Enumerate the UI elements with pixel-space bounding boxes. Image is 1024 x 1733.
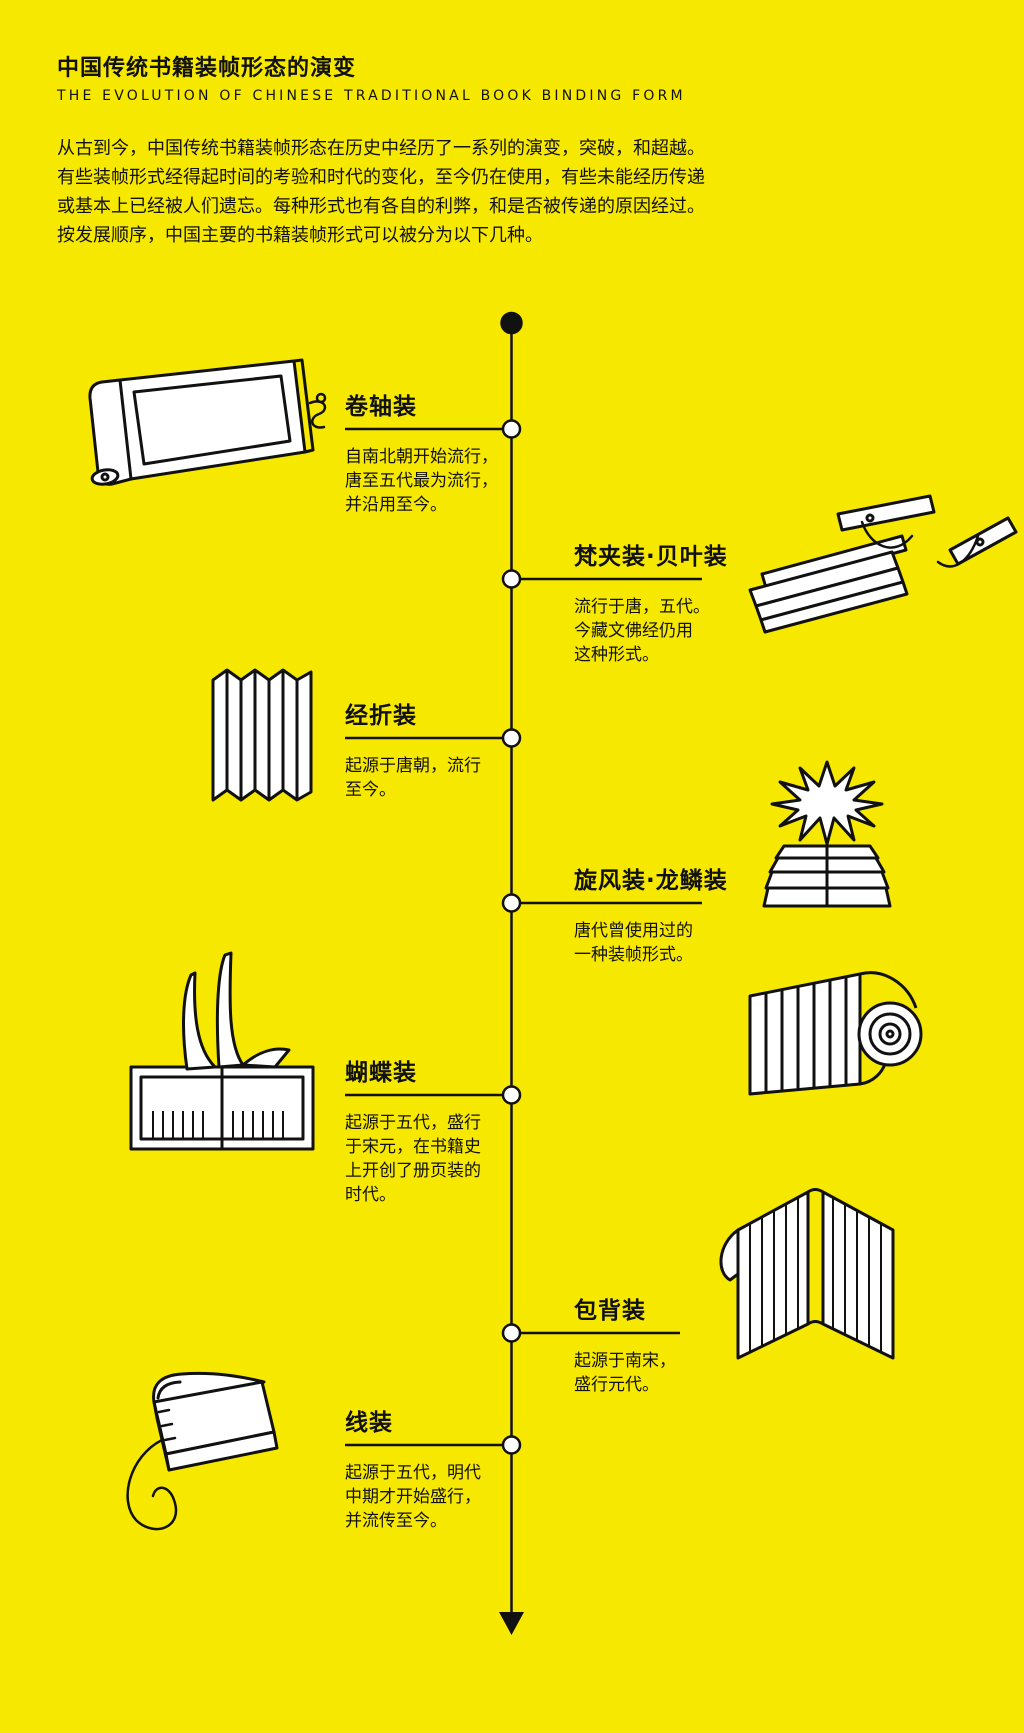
timeline-start-dot: [502, 313, 522, 333]
accordion-binding-icon: [205, 658, 320, 818]
entry-title: 梵夹装·贝叶装: [574, 544, 728, 570]
intro-paragraph: 从古到今，中国传统书籍装帧形态在历史中经历了一系列的演变，突破，和超越。 有些装…: [57, 138, 705, 246]
entry-description: 起源于唐朝，流行 至今。: [345, 756, 481, 800]
timeline-node-accordion: [503, 730, 520, 747]
entry-description: 自南北朝开始流行， 唐至五代最为流行， 并沿用至今。: [345, 447, 498, 515]
scroll-binding-icon: [58, 348, 328, 518]
entry-description: 唐代曾使用过的 一种装帧形式。: [574, 921, 693, 965]
timeline-node-scroll: [503, 421, 520, 438]
thread-binding-icon: [112, 1368, 297, 1548]
wrapped-back-binding-icon: [718, 1168, 913, 1368]
page-subtitle-english: THE EVOLUTION OF CHINESE TRADITIONAL BOO…: [57, 88, 686, 104]
timeline-node-wrapped-back: [503, 1325, 520, 1342]
entry-title: 旋风装·龙鳞装: [574, 868, 728, 894]
entry-description: 流行于唐，五代。 今藏文佛经仍用 这种形式。: [574, 597, 710, 665]
timeline-arrow-icon: [499, 1612, 524, 1635]
palm-leaf-binding-icon: [742, 492, 1022, 657]
timeline-node-whirlwind: [503, 895, 520, 912]
whirlwind-binding-icon: [762, 760, 892, 935]
timeline-node-thread: [503, 1437, 520, 1454]
entry-title: 线装: [345, 1410, 393, 1436]
entry-title: 包背装: [574, 1298, 646, 1324]
timeline-node-palm-leaf: [503, 571, 520, 588]
entry-description: 起源于南宋， 盛行元代。: [574, 1351, 676, 1395]
entry-title: 经折装: [345, 703, 417, 729]
entry-description: 起源于五代，盛行 于宋元，在书籍史 上开创了册页装的 时代。: [345, 1113, 481, 1205]
entry-title: 蝴蝶装: [345, 1060, 417, 1086]
entry-description: 起源于五代，明代 中期才开始盛行， 并流传至今。: [345, 1463, 481, 1531]
butterfly-binding-icon: [125, 945, 320, 1155]
entry-title: 卷轴装: [345, 394, 417, 420]
dragon-scale-scroll-icon: [742, 946, 927, 1104]
page-title: 中国传统书籍装帧形态的演变: [57, 56, 357, 81]
timeline-node-butterfly: [503, 1087, 520, 1104]
